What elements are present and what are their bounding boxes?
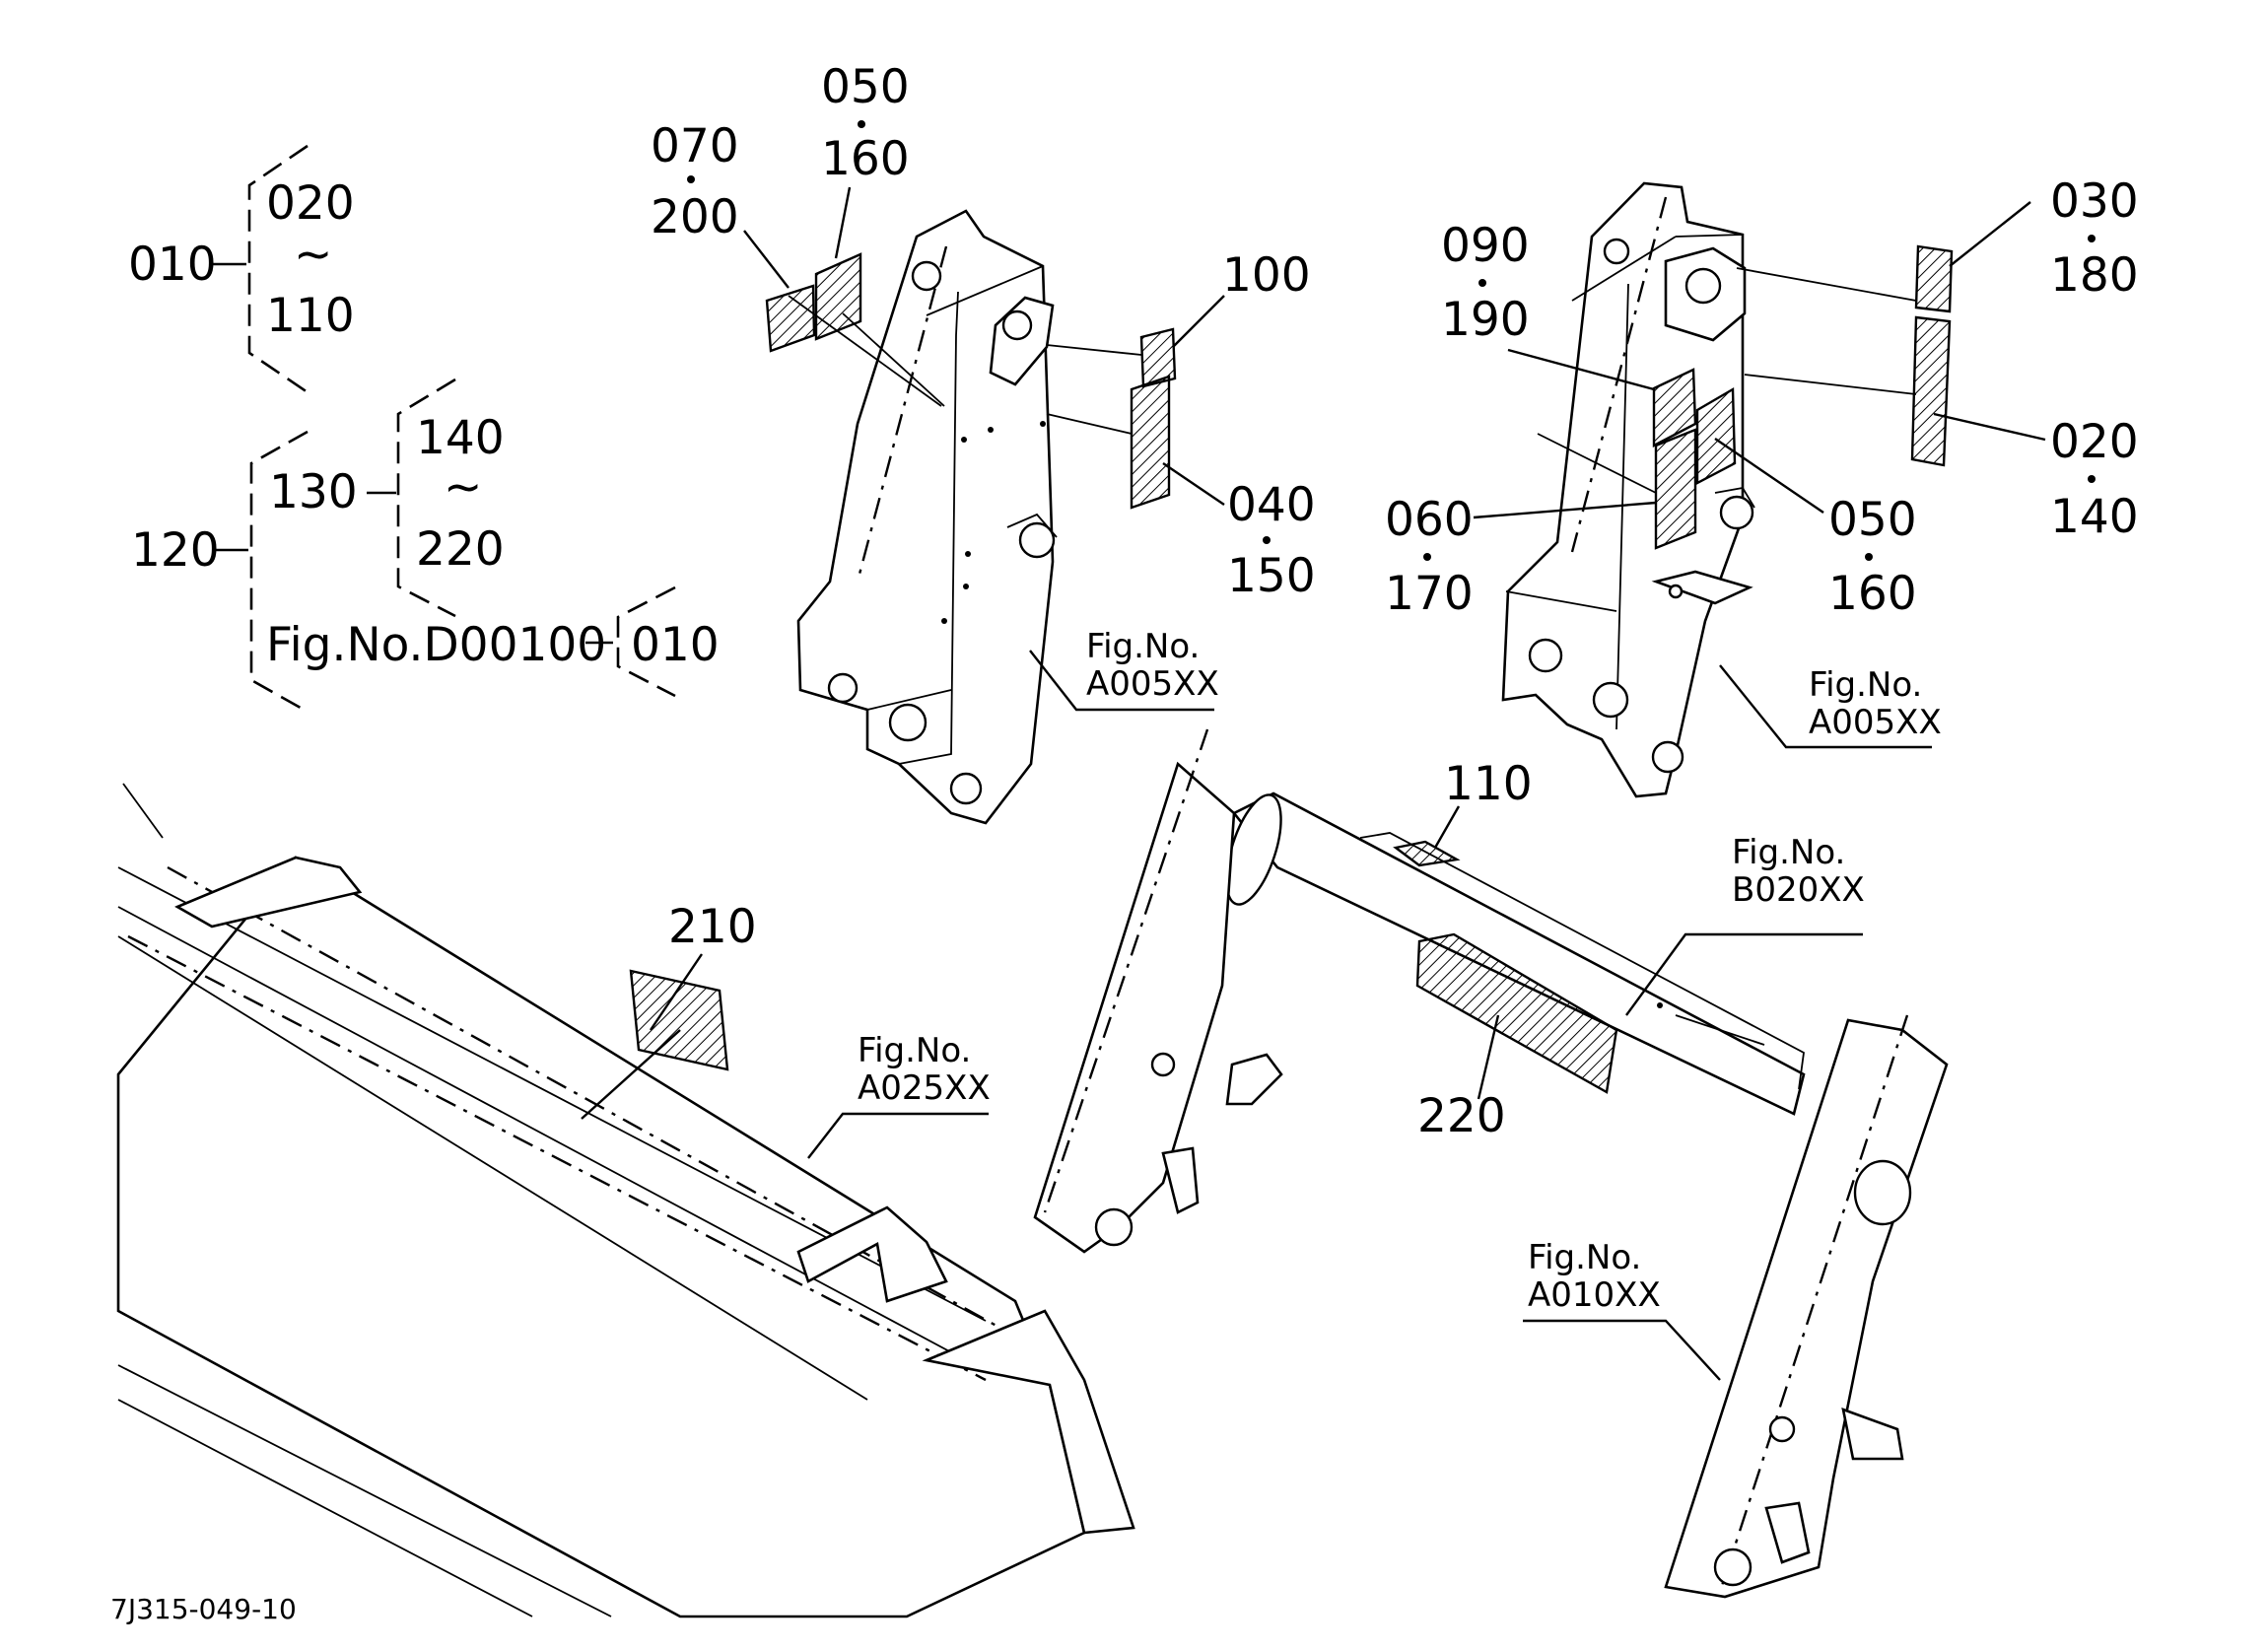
decal-020 [1910, 315, 1952, 467]
leader-line [1719, 664, 1932, 749]
callout-dot [858, 120, 865, 128]
fig-ref-crossbar-line1: Fig.No. [1732, 833, 1845, 872]
left-arm-decals [743, 186, 1225, 510]
legend-item-220: 220 [416, 522, 505, 577]
callout-110: 110 [1444, 757, 1533, 811]
legend-bracket [249, 430, 309, 714]
fig-ref-frame-line2: A010XX [1528, 1275, 1661, 1315]
callout-090: 090 [1441, 219, 1530, 273]
legend-item-130: 130 [269, 465, 358, 519]
callout-170: 170 [1385, 567, 1474, 621]
fig-ref-left-arm-line2: A005XX [1086, 664, 1219, 704]
leader-line [1625, 932, 1863, 1016]
leader-line [1473, 201, 2046, 519]
callout-050: 050 [821, 60, 910, 114]
fig-ref-frame-line1: Fig.No. [1528, 1238, 1641, 1277]
callout-210: 210 [668, 900, 757, 954]
callout-dot [2088, 475, 2096, 483]
callout-200: 200 [651, 190, 739, 244]
legend-parent-120: 120 [131, 523, 220, 578]
decal-050-right [1695, 386, 1737, 485]
legend-ref-item: 010 [631, 618, 720, 672]
decal-100 [1139, 327, 1177, 388]
callout-180: 180 [2050, 248, 2139, 303]
fig-ref-left-arm-line1: Fig.No. [1086, 627, 1200, 666]
legend-item-020: 020 [266, 176, 355, 231]
callout-dot [1478, 279, 1486, 287]
legend-range-mark: ~ [294, 228, 332, 282]
fig-ref-crossbar-line2: B020XX [1732, 870, 1865, 910]
decal-040 [1130, 375, 1171, 510]
fig-ref-bucket-line2: A025XX [858, 1068, 991, 1108]
decal-030 [1914, 244, 1954, 313]
decal-070 [765, 284, 816, 353]
callout-dot [2088, 235, 2096, 242]
legend-bracket [247, 144, 309, 394]
callout-040: 040 [1227, 478, 1316, 532]
decal-050 [814, 252, 862, 341]
decal-090 [1652, 368, 1697, 447]
fig-ref-bucket-line1: Fig.No. [858, 1031, 971, 1070]
callout-190: 190 [1441, 293, 1530, 347]
decal-110 [1393, 840, 1461, 867]
callout-140: 140 [2050, 490, 2139, 544]
legend-range-mark: ~ [444, 460, 482, 515]
callout-050-right: 050 [1828, 493, 1917, 547]
fig-ref-right-arm-line2: A005XX [1809, 703, 1942, 742]
callouts: 070 200 050 160 100 040 150 090 190 060 … [651, 60, 2139, 1143]
fig-references: Fig.No. A005XX Fig.No. A005XX Fig.No. B0… [858, 627, 1942, 1315]
left-boom-arm [796, 209, 1214, 825]
leader-line [1523, 1319, 1721, 1381]
legend-ref-fig: Fig.No.D00100 [266, 618, 606, 672]
drawing-code: 7J315-049-10 [110, 1593, 297, 1625]
legend-bracket [396, 378, 456, 618]
decal-060 [1654, 428, 1697, 550]
right-boom-arm [1501, 181, 1932, 798]
legend-item-110: 110 [266, 289, 355, 343]
leader-line [581, 953, 703, 1120]
callout-dot [1423, 553, 1431, 561]
legend-bracket [616, 585, 676, 698]
callout-070: 070 [651, 119, 739, 173]
leader-line [1433, 805, 1500, 1100]
decal-210 [629, 969, 729, 1071]
callout-150: 150 [1227, 549, 1316, 603]
callout-160: 160 [821, 132, 910, 186]
leader-line [743, 186, 1225, 506]
callout-dot [1865, 553, 1873, 561]
leader-line [807, 1112, 989, 1159]
legend-parent-010: 010 [128, 238, 217, 292]
bucket [116, 783, 1135, 1618]
front-frame [1033, 728, 1949, 1599]
callout-060: 060 [1385, 493, 1474, 547]
callout-160-right: 160 [1828, 567, 1917, 621]
callout-020: 020 [2050, 415, 2139, 469]
legend-item-140: 140 [416, 411, 505, 465]
decal-220 [1415, 932, 1618, 1094]
callout-030: 030 [2050, 174, 2139, 229]
callout-220: 220 [1417, 1089, 1506, 1143]
callout-dot [1263, 536, 1271, 544]
callout-100: 100 [1222, 248, 1311, 303]
callout-dot [687, 175, 695, 183]
fig-ref-right-arm-line1: Fig.No. [1809, 665, 1922, 705]
right-arm-decals [1473, 201, 2046, 550]
leader-line [1029, 650, 1214, 712]
legend: 010 020 ~ 110 120 130 140 ~ 220 Fig.No.D… [128, 144, 720, 714]
